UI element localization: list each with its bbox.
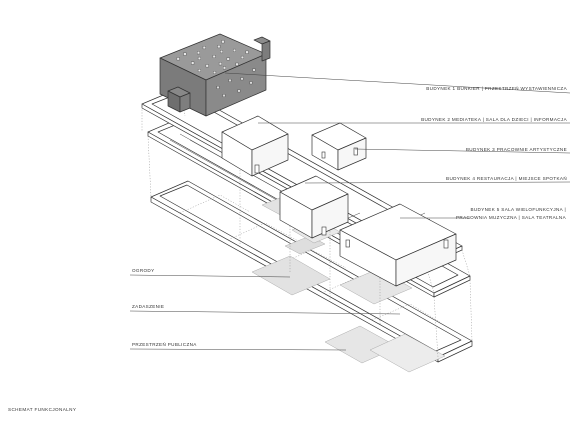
- bunker-window: [240, 55, 244, 59]
- bunker-window: [228, 79, 232, 82]
- bunker-window: [197, 69, 201, 72]
- bunker-window: [235, 62, 239, 66]
- bunker-window: [218, 62, 222, 66]
- building-5-sala: [339, 203, 457, 287]
- bunker-window: [212, 55, 216, 58]
- bunker-window: [197, 51, 200, 55]
- label-ogrody: OGRODY: [132, 268, 155, 273]
- bunker-window: [233, 48, 236, 52]
- bunker-window: [237, 89, 241, 93]
- label-building-5-line-2: PRACOWNIA MUZYCZNA | SALA TEATRALNA: [456, 215, 567, 220]
- door-icon: [443, 239, 449, 249]
- bunker-window: [213, 71, 217, 74]
- bunker-window: [245, 50, 249, 54]
- projection-lines: [141, 87, 473, 358]
- bunker-window: [217, 45, 221, 49]
- bunker-window: [223, 66, 226, 70]
- door-icon: [254, 164, 260, 174]
- door-icon: [345, 239, 350, 248]
- label-building-4: BUDYNEK 4 RESTAURACJA | MIEJSCE SPOTKAŃ: [446, 175, 567, 181]
- label-building-1: BUDYNEK 1 BUNKIER | PRZESTRZEŃ WYSTAWIEN…: [426, 85, 567, 91]
- garden-field: [339, 268, 413, 305]
- door-icon: [353, 147, 358, 156]
- bunker-windows: [176, 40, 256, 97]
- label-zadaszenie: ZADASZENIE: [132, 304, 164, 309]
- bunker-window: [221, 40, 225, 44]
- bunker-window: [249, 81, 253, 85]
- leader-lines: [129, 72, 571, 351]
- bunker-window: [197, 56, 201, 60]
- labels: BUDYNEK 1 BUNKIER | PRZESTRZEŃ WYSTAWIEN…: [8, 85, 567, 412]
- building-2-mediateka: [221, 115, 289, 177]
- door-icon: [321, 151, 326, 159]
- label-building-5-line-1: BUDYNEK 5 SALA WIELOFUNKCYJNA |: [470, 207, 566, 212]
- bunker-window: [202, 46, 206, 50]
- building-3-pracownie: [311, 122, 367, 171]
- bunker-window: [222, 94, 226, 97]
- label-przestrzen-publiczna: PRZESTRZEŃ PUBLICZNA: [132, 341, 197, 347]
- bunker-window: [226, 57, 230, 61]
- bunker-window: [205, 64, 209, 68]
- bunker-window: [176, 57, 180, 61]
- paving-panel: [369, 333, 446, 373]
- bunker-window: [183, 52, 187, 56]
- bunker-window: [252, 68, 256, 72]
- building-4-restauracja: [279, 175, 349, 239]
- door-icon: [321, 226, 327, 236]
- label-building-2: BUDYNEK 2 MEDIATEKA | SALA DLA DZIECI | …: [421, 117, 567, 122]
- bunker-window: [191, 61, 195, 65]
- bunker-window: [240, 77, 244, 81]
- bunker-window: [216, 86, 220, 89]
- label-building-3: BUDYNEK 3 PRACOWNIE ARTYSTYCZNE: [466, 147, 567, 152]
- bunker-window: [220, 50, 223, 54]
- building-1-bunker: [159, 33, 271, 117]
- diagram-caption: SCHEMAT FUNKCJONALNY: [8, 407, 76, 412]
- bunker-side-wall: [205, 53, 267, 117]
